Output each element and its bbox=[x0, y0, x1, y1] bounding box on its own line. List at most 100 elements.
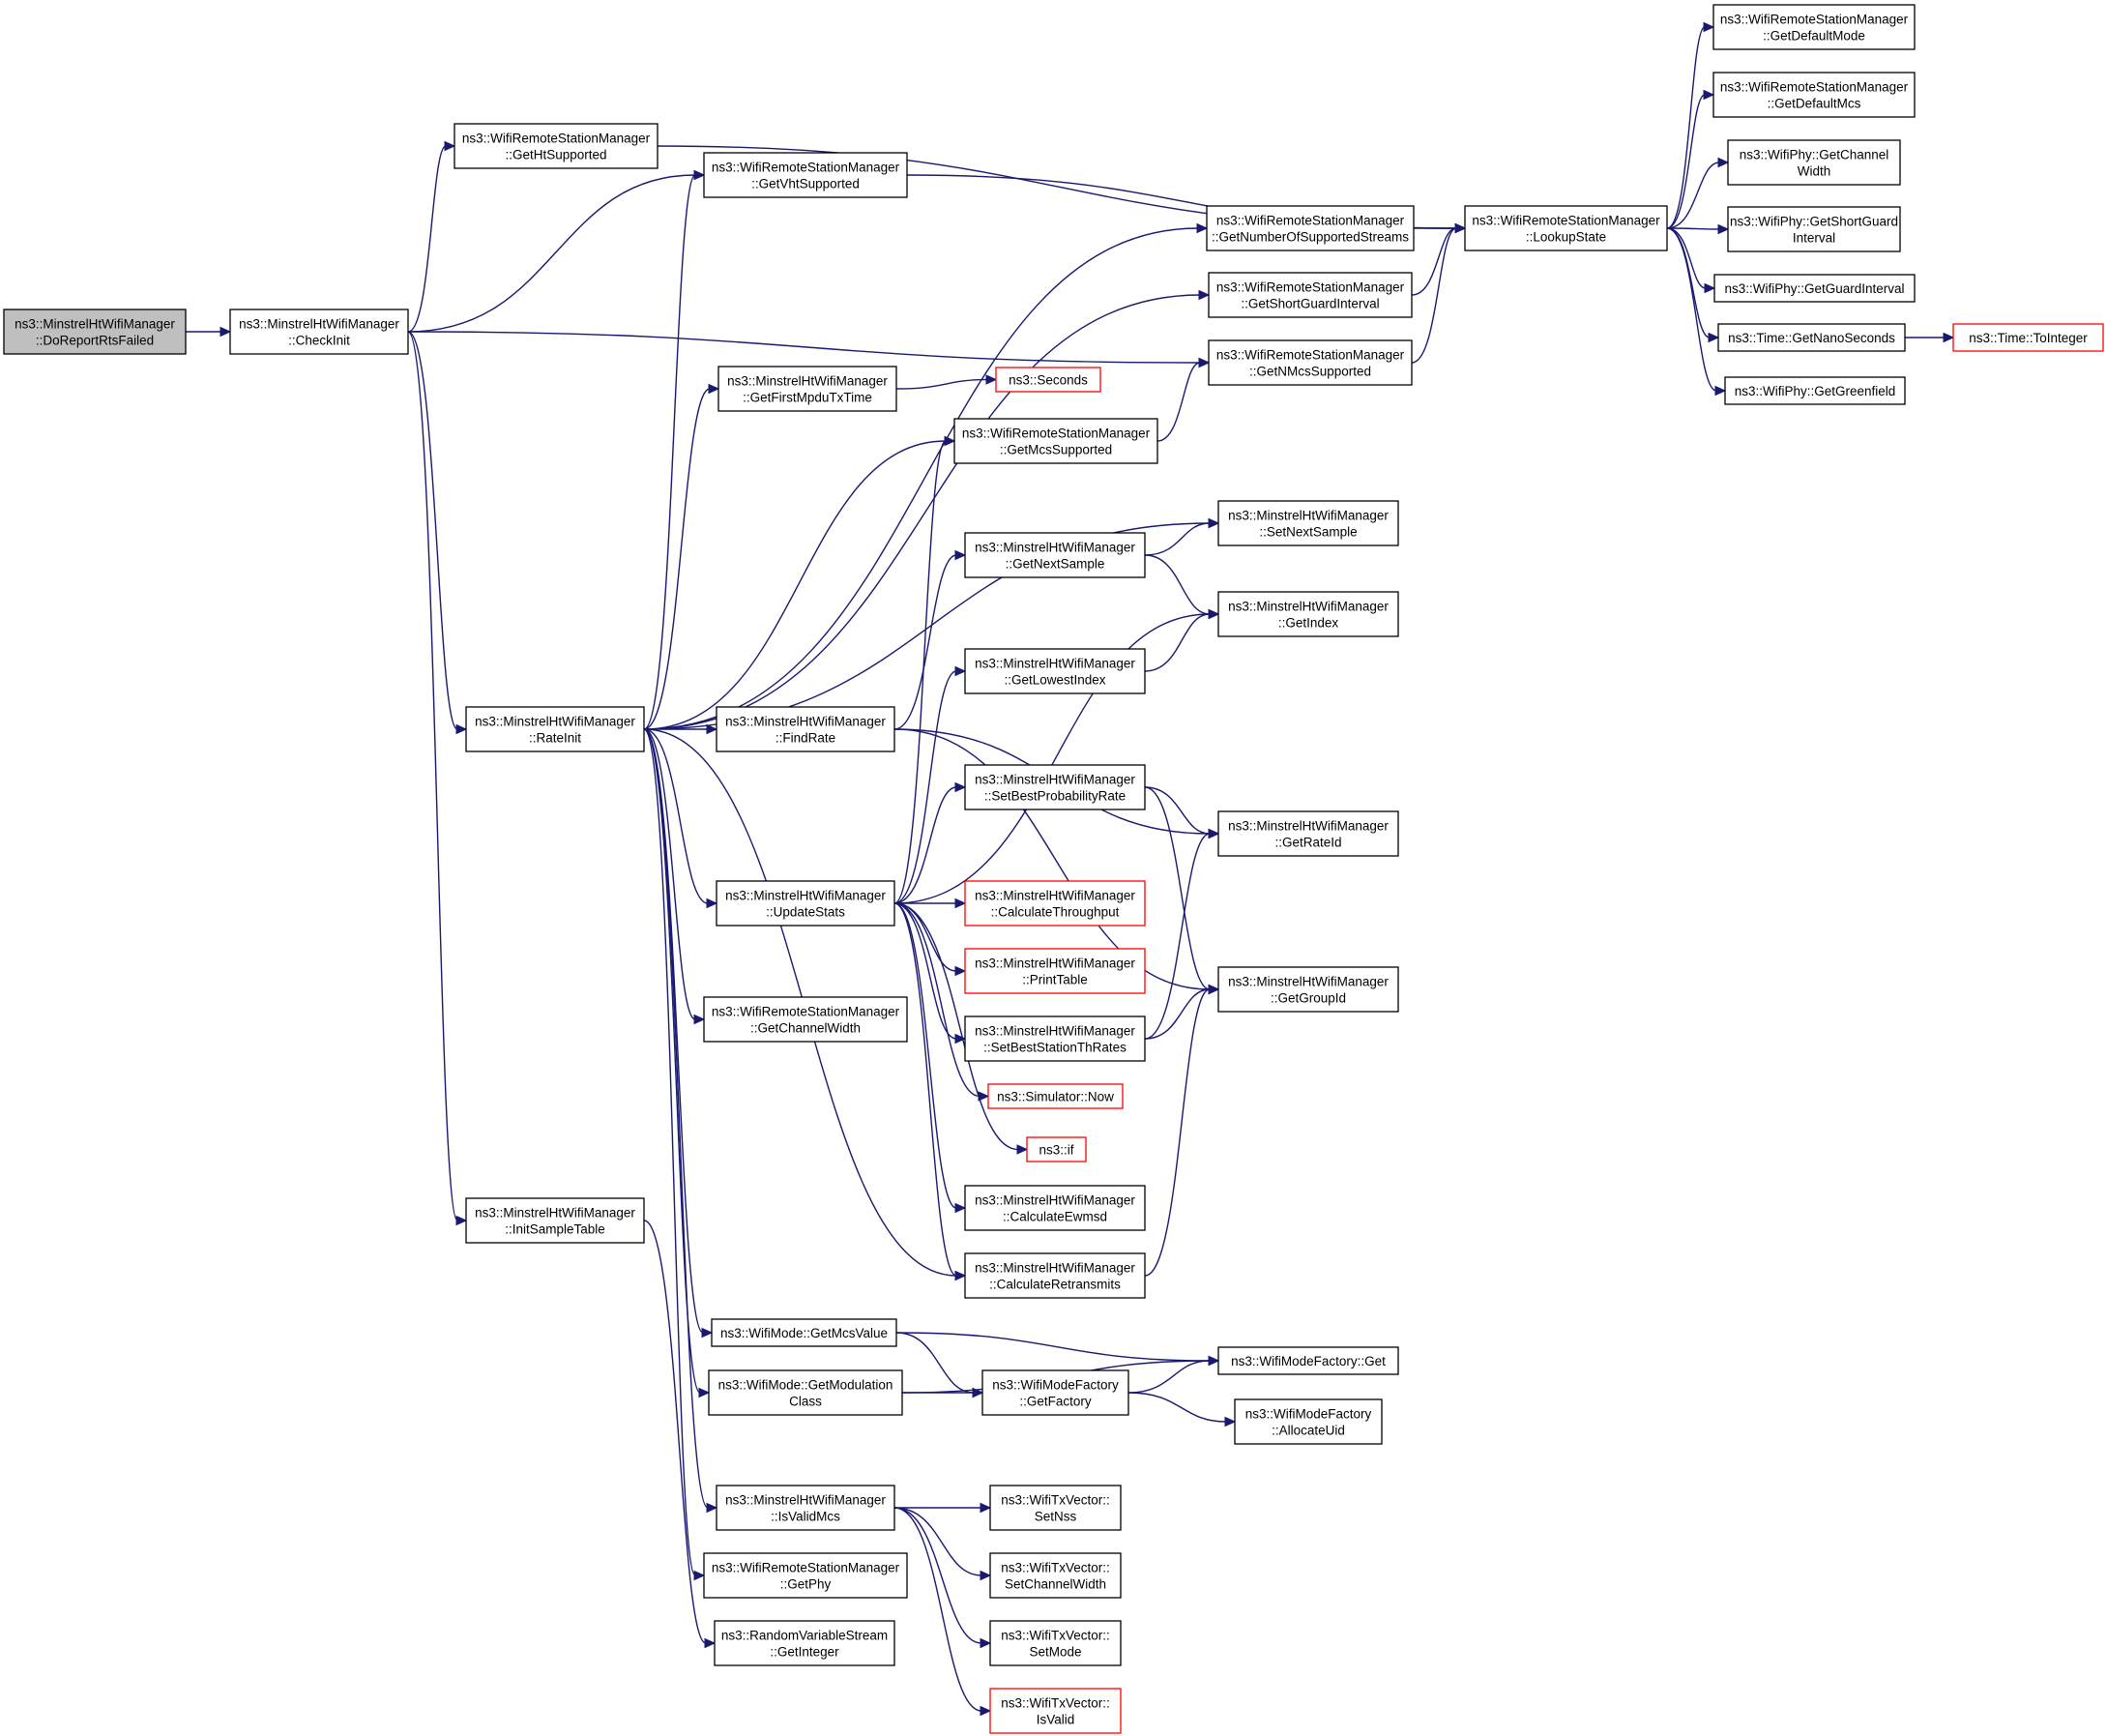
function-node[interactable]: ns3::if bbox=[1026, 1136, 1087, 1162]
function-node[interactable]: ns3::MinstrelHtWifiManager::InitSampleTa… bbox=[465, 1197, 645, 1244]
function-node[interactable]: ns3::WifiTxVector::IsValid bbox=[989, 1688, 1122, 1734]
function-node[interactable]: ns3::MinstrelHtWifiManager::GetFirstMpdu… bbox=[717, 366, 897, 412]
function-node[interactable]: ns3::WifiTxVector::SetChannelWidth bbox=[989, 1552, 1122, 1599]
function-node[interactable]: ns3::MinstrelHtWifiManager::UpdateStats bbox=[716, 880, 895, 927]
node-box bbox=[1713, 274, 1916, 303]
function-node[interactable]: ns3::MinstrelHtWifiManager::SetNextSampl… bbox=[1217, 500, 1399, 546]
function-node[interactable]: ns3::MinstrelHtWifiManager::SetBestStati… bbox=[964, 1015, 1146, 1062]
call-edge bbox=[407, 331, 458, 730]
function-node[interactable]: ns3::MinstrelHtWifiManager::PrintTable bbox=[964, 948, 1146, 994]
function-node[interactable]: ns3::MinstrelHtWifiManager::CalculateEwm… bbox=[964, 1185, 1146, 1231]
function-node[interactable]: ns3::Simulator::Now bbox=[987, 1083, 1124, 1109]
function-node[interactable]: ns3::MinstrelHtWifiManager::CheckInit bbox=[229, 309, 409, 355]
node-label: SetMode bbox=[1029, 1645, 1081, 1660]
node-label: ns3::MinstrelHtWifiManager bbox=[1228, 819, 1389, 834]
function-node[interactable]: ns3::WifiRemoteStationManager::GetHtSupp… bbox=[454, 123, 658, 169]
function-node[interactable]: ns3::MinstrelHtWifiManager::GetGroupId bbox=[1217, 966, 1399, 1013]
function-node[interactable]: ns3::WifiTxVector::SetMode bbox=[989, 1620, 1122, 1666]
node-label: ns3::MinstrelHtWifiManager bbox=[1228, 600, 1389, 614]
function-node[interactable]: ns3::MinstrelHtWifiManager::CalculateThr… bbox=[964, 880, 1146, 927]
call-edge bbox=[407, 331, 1201, 364]
call-edge bbox=[643, 728, 701, 1394]
function-node[interactable]: ns3::WifiPhy::GetGreenfield bbox=[1724, 376, 1906, 405]
node-label: ns3::WifiTxVector:: bbox=[1001, 1561, 1110, 1575]
function-node[interactable]: ns3::WifiRemoteStationManager::GetDefaul… bbox=[1712, 72, 1916, 118]
function-node[interactable]: ns3::WifiRemoteStationManager::LookupSta… bbox=[1464, 205, 1668, 251]
node-label: ::SetBestProbabilityRate bbox=[984, 789, 1126, 804]
arrowhead-icon bbox=[693, 1014, 706, 1025]
node-label: ns3::WifiMode::GetMcsValue bbox=[720, 1326, 888, 1340]
arrowhead-icon bbox=[954, 965, 967, 977]
node-box bbox=[1217, 810, 1399, 857]
function-node[interactable]: ns3::WifiRemoteStationManager::GetShortG… bbox=[1208, 272, 1413, 318]
root-function-node[interactable]: ns3::MinstrelHtWifiManager::DoReportRtsF… bbox=[3, 309, 187, 355]
node-box bbox=[1206, 205, 1415, 251]
function-node[interactable]: ns3::WifiModeFactory::AllocateUid bbox=[1234, 1398, 1383, 1445]
arrowhead-icon bbox=[1703, 21, 1715, 33]
node-label: ns3::WifiRemoteStationManager bbox=[1720, 13, 1909, 27]
node-label: ns3::MinstrelHtWifiManager bbox=[725, 715, 886, 729]
node-label: ::SetBestStationThRates bbox=[983, 1041, 1127, 1055]
node-label: ns3::WifiRemoteStationManager bbox=[962, 427, 1151, 441]
node-label: IsValid bbox=[1037, 1713, 1075, 1727]
function-node[interactable]: ns3::WifiRemoteStationManager::GetDefaul… bbox=[1712, 4, 1916, 50]
function-node[interactable]: ns3::MinstrelHtWifiManager::SetBestProba… bbox=[964, 764, 1146, 810]
function-node[interactable]: ns3::WifiRemoteStationManager::GetNMcsSu… bbox=[1208, 339, 1413, 386]
node-box bbox=[964, 1015, 1146, 1062]
function-node[interactable]: ns3::WifiTxVector::SetNss bbox=[989, 1485, 1122, 1531]
node-box bbox=[1234, 1398, 1383, 1445]
function-node[interactable]: ns3::MinstrelHtWifiManager::GetRateId bbox=[1217, 810, 1399, 857]
function-node[interactable]: ns3::WifiMode::GetMcsValue bbox=[711, 1318, 897, 1347]
call-edge bbox=[893, 728, 1211, 990]
function-node[interactable]: ns3::WifiPhy::GetShortGuardInterval bbox=[1727, 206, 1901, 252]
node-label: ns3::if bbox=[1039, 1143, 1073, 1158]
node-label: ns3::MinstrelHtWifiManager bbox=[727, 374, 888, 389]
function-node[interactable]: ns3::MinstrelHtWifiManager::CalculateRet… bbox=[964, 1252, 1146, 1299]
node-label: ::UpdateStats bbox=[766, 905, 845, 920]
function-node[interactable]: ns3::WifiRemoteStationManager::GetVhtSup… bbox=[703, 152, 908, 198]
node-box bbox=[964, 880, 1146, 927]
arrowhead-icon bbox=[704, 1637, 717, 1649]
function-node[interactable]: ns3::MinstrelHtWifiManager::RateInit bbox=[465, 706, 645, 752]
function-node[interactable]: ns3::MinstrelHtWifiManager::GetNextSampl… bbox=[964, 532, 1146, 578]
function-node[interactable]: ns3::MinstrelHtWifiManager::IsValidMcs bbox=[716, 1485, 895, 1531]
node-box bbox=[1217, 966, 1399, 1013]
node-label: ns3::WifiRemoteStationManager bbox=[1216, 348, 1405, 363]
function-node[interactable]: ns3::WifiPhy::GetChannelWidth bbox=[1727, 139, 1901, 186]
node-box bbox=[1464, 205, 1668, 251]
node-label: ::DoReportRtsFailed bbox=[36, 334, 154, 348]
node-label: ::GetNextSample bbox=[1006, 557, 1105, 572]
function-node[interactable]: ns3::RandomVariableStream::GetInteger bbox=[714, 1620, 895, 1666]
function-node[interactable]: ns3::MinstrelHtWifiManager::FindRate bbox=[716, 706, 895, 752]
function-node[interactable]: ns3::WifiRemoteStationManager::GetNumber… bbox=[1206, 205, 1415, 251]
node-box bbox=[703, 996, 908, 1043]
function-node[interactable]: ns3::WifiModeFactory::Get bbox=[1217, 1346, 1399, 1375]
node-box bbox=[716, 1485, 895, 1531]
call-edge bbox=[643, 388, 711, 730]
arrowhead-icon bbox=[708, 383, 720, 395]
node-label: ::PrintTable bbox=[1022, 973, 1088, 987]
node-box bbox=[981, 1369, 1129, 1416]
arrowhead-icon bbox=[1714, 385, 1727, 397]
function-node[interactable]: ns3::WifiPhy::GetGuardInterval bbox=[1713, 274, 1916, 303]
node-label: SetNss bbox=[1035, 1510, 1077, 1524]
function-node[interactable]: ns3::Time::ToInteger bbox=[1952, 323, 2104, 352]
arrowhead-icon bbox=[980, 1637, 992, 1649]
function-node[interactable]: ns3::MinstrelHtWifiManager::GetIndex bbox=[1217, 591, 1399, 637]
function-node[interactable]: ns3::WifiModeFactory::GetFactory bbox=[981, 1369, 1129, 1416]
node-label: ::GetIndex bbox=[1278, 616, 1339, 631]
call-edge bbox=[893, 902, 957, 1209]
node-label: ns3::WifiMode::GetModulation bbox=[718, 1378, 893, 1393]
function-node[interactable]: ns3::WifiRemoteStationManager::GetPhy bbox=[703, 1552, 908, 1599]
call-edge bbox=[407, 174, 696, 333]
function-node[interactable]: ns3::WifiRemoteStationManager::GetMcsSup… bbox=[953, 418, 1158, 464]
function-node[interactable]: ns3::Time::GetNanoSeconds bbox=[1717, 323, 1906, 352]
function-node[interactable]: ns3::WifiRemoteStationManager::GetChanne… bbox=[703, 996, 908, 1043]
function-node[interactable]: ns3::MinstrelHtWifiManager::GetLowestInd… bbox=[964, 648, 1146, 694]
node-label: ::InitSampleTable bbox=[505, 1222, 605, 1237]
node-label: ns3::MinstrelHtWifiManager bbox=[239, 317, 399, 332]
function-node[interactable]: ns3::Seconds bbox=[995, 367, 1101, 393]
node-label: ns3::MinstrelHtWifiManager bbox=[975, 956, 1135, 971]
node-box bbox=[964, 1252, 1146, 1299]
